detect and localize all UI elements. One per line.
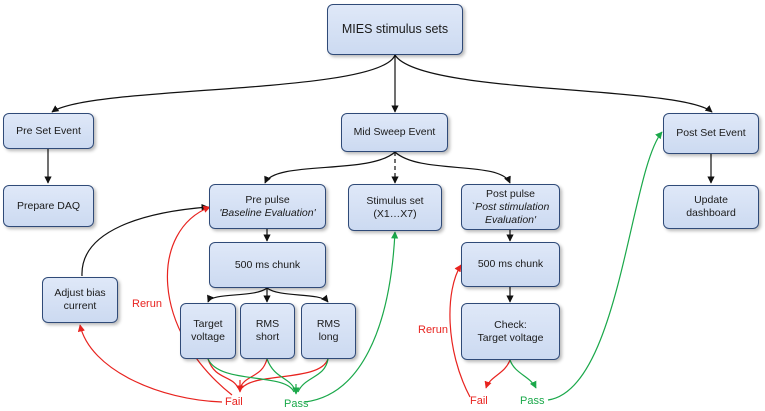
node-post-pulse-label: Post pulse: [485, 187, 536, 200]
node-stimulus-set-line-1: Stimulus set: [366, 194, 424, 207]
edge-check-fail: [484, 359, 511, 389]
node-adjust-bias-line-1: Adjust bias: [54, 287, 106, 299]
edge-chunk-to-target: [207, 287, 268, 303]
edge-fail-to-adjust-bias: [77, 324, 223, 403]
node-update-dashboard-line-2: dashboard: [686, 207, 736, 219]
edge-target-pass: [207, 358, 295, 393]
node-rms-long: RMS long: [301, 303, 356, 359]
edge-check-pass: [509, 359, 537, 389]
node-pre-pulse-sub: 'Baseline Evaluation': [219, 206, 316, 219]
edge-rms-long-pass: [297, 358, 329, 393]
label-fail-right: Fail: [470, 395, 488, 407]
node-chunk-left-label: 500 ms chunk: [234, 258, 301, 271]
node-chunk-right-label: 500 ms chunk: [477, 258, 544, 270]
node-adjust-bias-line-2: current: [63, 300, 97, 312]
node-rms-long-line-1: RMS: [316, 318, 341, 330]
label-rerun-right: Rerun: [418, 324, 448, 336]
node-rms-long-line-2: long: [318, 331, 339, 343]
edge-pass-to-stimulus: [304, 231, 399, 403]
node-post-set-event-label: Post Set Event: [676, 127, 746, 139]
node-mid-sweep-event-label: Mid Sweep Event: [353, 126, 436, 138]
node-pre-set-event: Pre Set Event: [3, 113, 94, 149]
edge-rerun-to-chunk: [449, 264, 471, 398]
edge-root-to-post-set: [394, 54, 713, 113]
node-pre-pulse-label: Pre pulse: [245, 193, 290, 206]
node-update-dashboard: Update dashboard: [663, 185, 759, 229]
node-update-dashboard-line-1: Update: [694, 194, 728, 206]
label-rerun-left: Rerun: [132, 298, 162, 310]
node-chunk-right: 500 ms chunk: [461, 242, 560, 287]
edge-target-fail: [207, 358, 239, 389]
node-rms-short-line-2: short: [255, 331, 280, 343]
node-stimulus-set: Stimulus set (X1…X7): [348, 184, 442, 231]
node-root: MIES stimulus sets: [327, 4, 463, 55]
edge-rms-long-fail: [241, 358, 329, 389]
node-rms-short-line-1: RMS: [255, 318, 280, 330]
label-fail-left: Fail: [225, 396, 243, 408]
label-pass-right: Pass: [520, 395, 545, 407]
edge-root-to-pre-set: [51, 54, 396, 113]
node-mid-sweep-event: Mid Sweep Event: [341, 113, 448, 152]
node-post-pulse-sub-1: `Post stimulation: [471, 200, 550, 213]
node-post-set-event: Post Set Event: [663, 113, 759, 154]
edge-rms-short-fail: [239, 358, 268, 389]
node-check-target: Check: Target voltage: [461, 303, 560, 360]
node-check-target-line-2: Target voltage: [477, 331, 544, 344]
node-root-label: MIES stimulus sets: [341, 22, 449, 36]
node-stimulus-set-line-2: (X1…X7): [373, 207, 417, 220]
edge-adjust-bias-to-pre-pulse: [81, 203, 209, 277]
node-target-voltage: Target voltage: [180, 303, 236, 359]
node-target-voltage-line-2: voltage: [191, 331, 225, 343]
edge-pass-to-post-set: [547, 131, 663, 401]
node-target-voltage-line-1: Target: [193, 318, 223, 330]
node-rms-short: RMS short: [240, 303, 295, 359]
node-post-pulse: Post pulse `Post stimulation Evaluation': [461, 184, 560, 230]
edge-rerun-to-pre-pulse: [166, 205, 233, 396]
edge-mid-to-pre-pulse: [264, 151, 396, 184]
node-prepare-daq-label: Prepare DAQ: [16, 199, 81, 212]
node-post-pulse-sub-2: Evaluation': [484, 213, 537, 226]
edge-chunk-to-rms-long: [266, 287, 329, 303]
node-pre-pulse: Pre pulse 'Baseline Evaluation': [209, 184, 326, 229]
node-adjust-bias: Adjust bias current: [42, 277, 118, 323]
node-chunk-left: 500 ms chunk: [209, 242, 326, 288]
edge-mid-to-post-pulse: [394, 151, 511, 184]
node-check-target-line-1: Check:: [494, 318, 527, 331]
label-pass-left: Pass: [284, 398, 309, 410]
node-prepare-daq: Prepare DAQ: [3, 185, 94, 227]
node-pre-set-event-label: Pre Set Event: [16, 124, 81, 137]
